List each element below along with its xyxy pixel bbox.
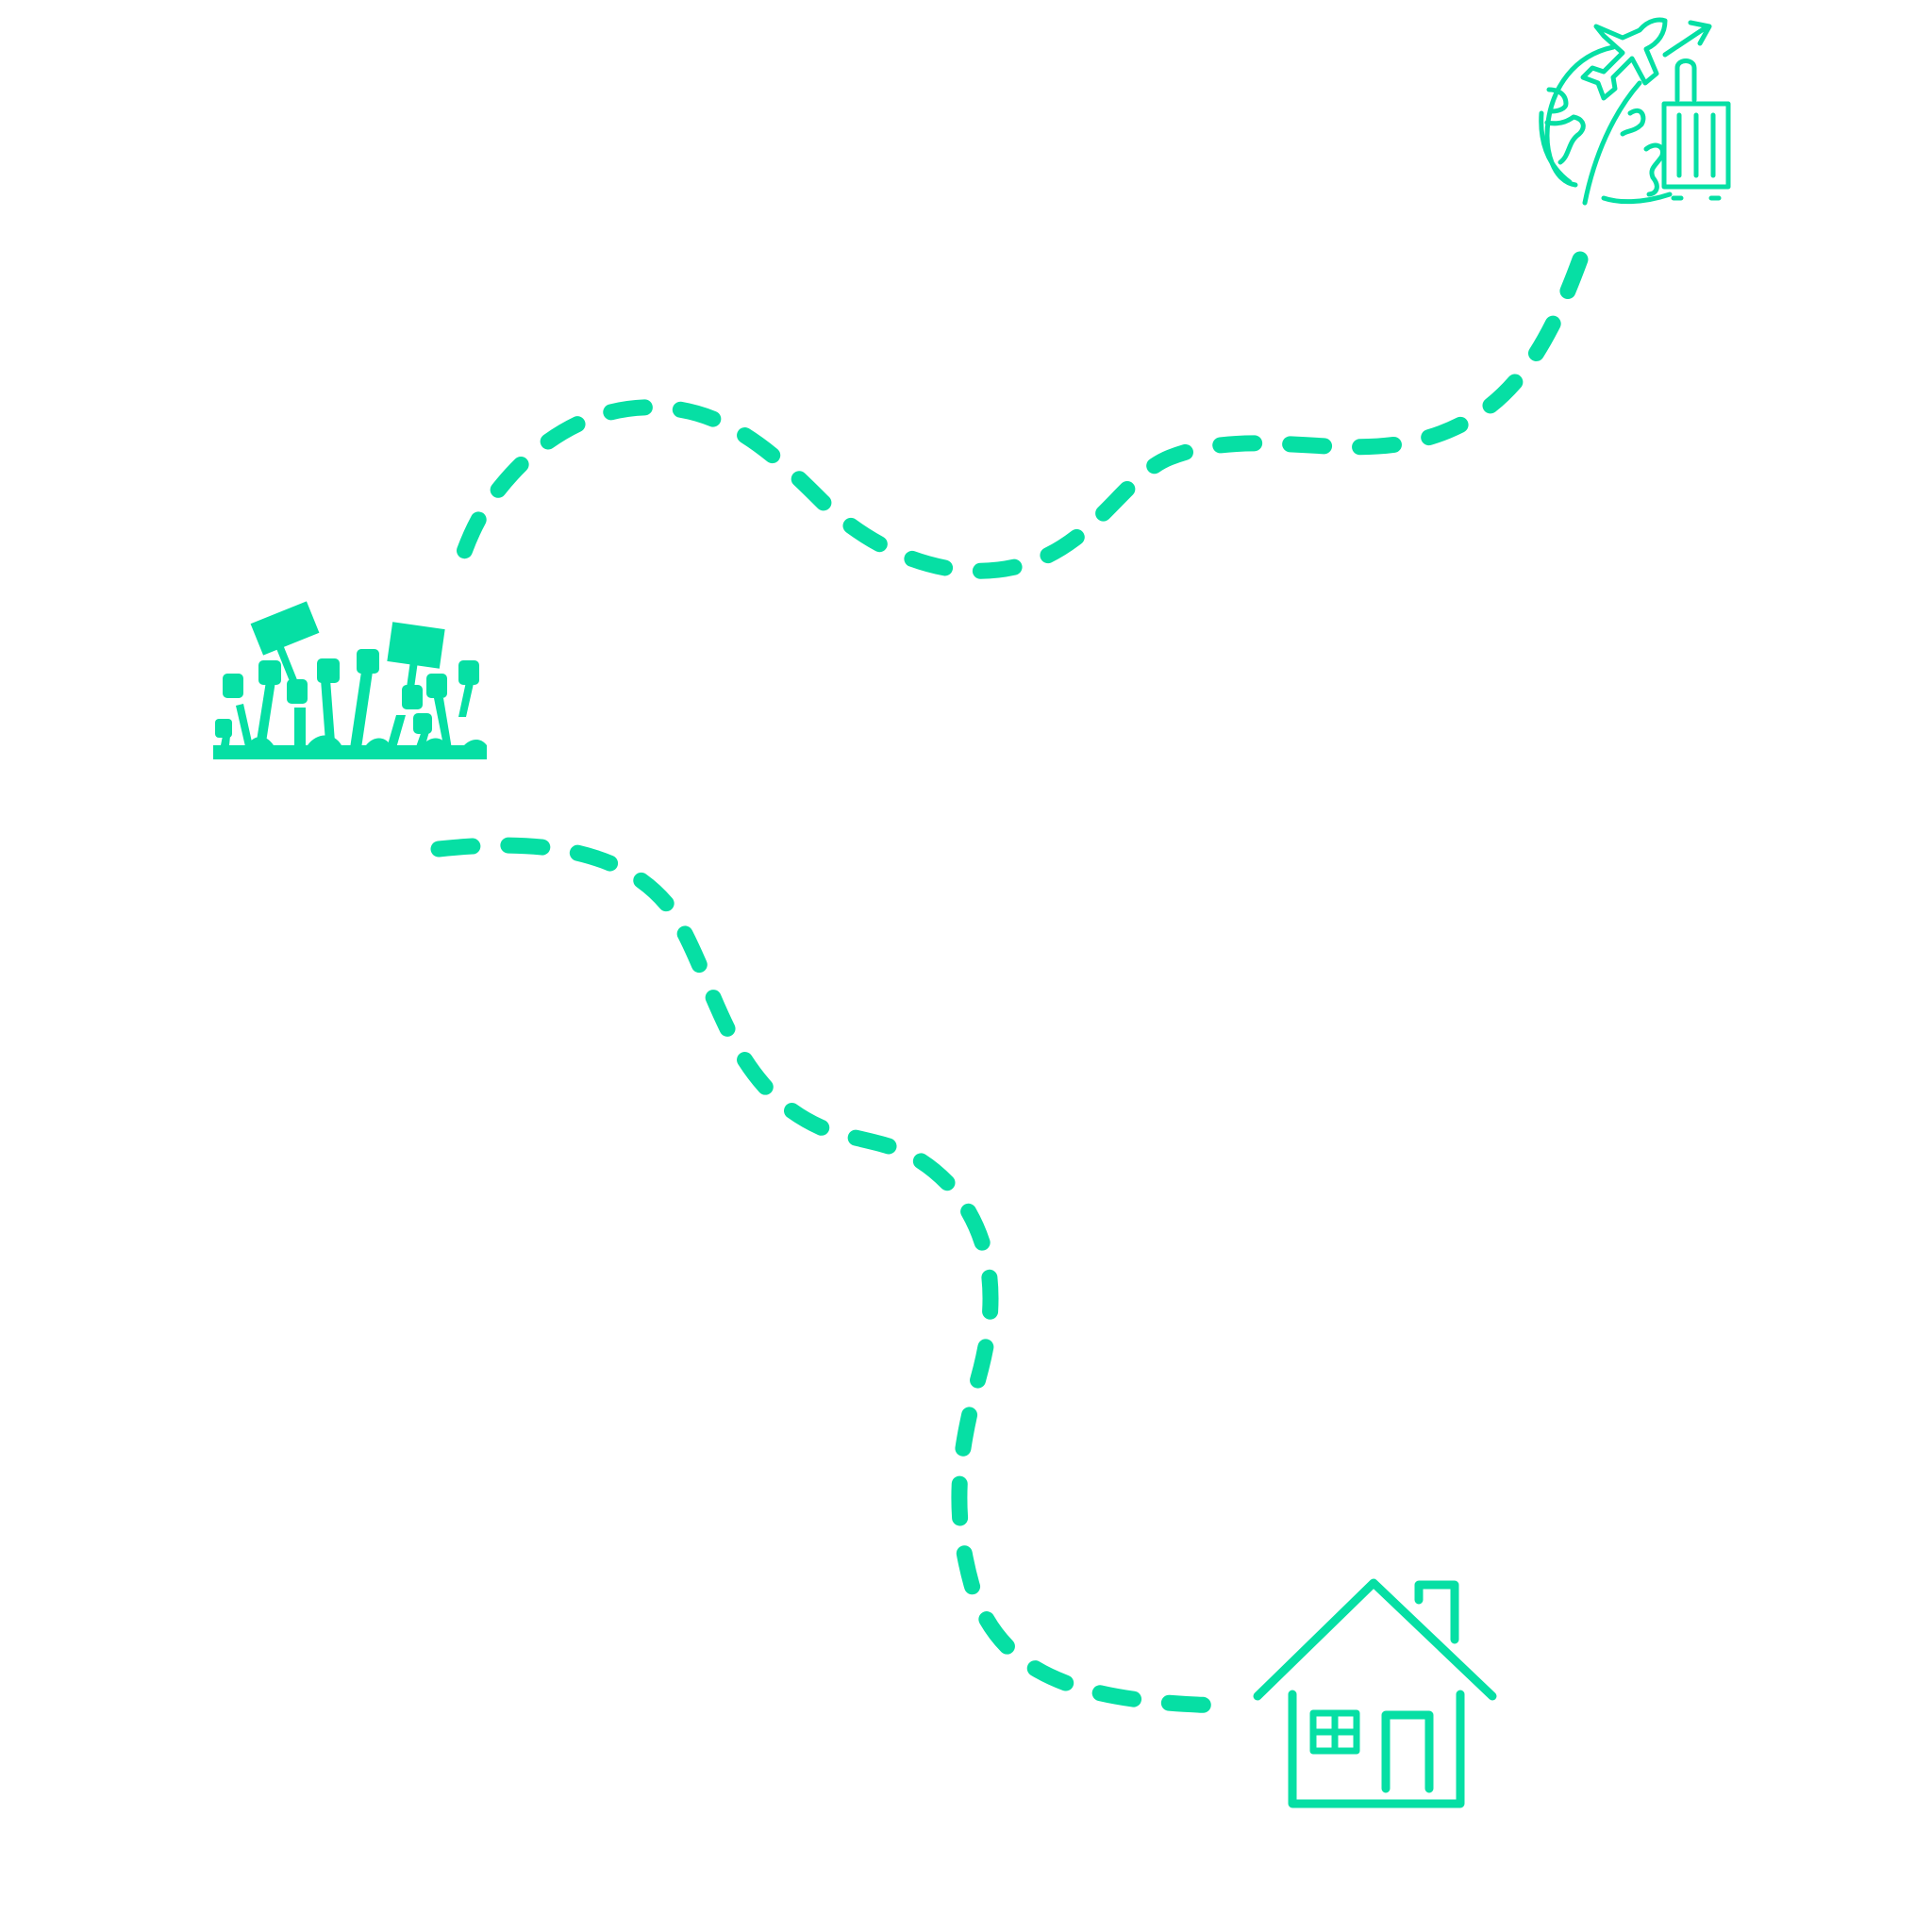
protest-to-house-path bbox=[430, 837, 1235, 1714]
travel-globe-luggage-icon bbox=[1539, 17, 1731, 206]
house-chimney bbox=[1414, 1580, 1459, 1644]
travel-to-protest-path bbox=[448, 251, 1589, 584]
raised-fists bbox=[215, 649, 479, 738]
house-door bbox=[1381, 1710, 1434, 1793]
house-walls bbox=[1288, 1690, 1465, 1808]
crowd-heads bbox=[247, 735, 487, 745]
raised-arms bbox=[219, 672, 475, 755]
protest-sign-right bbox=[387, 622, 445, 669]
house-icon bbox=[1253, 1578, 1497, 1808]
rising-arrow-icon bbox=[1662, 20, 1712, 58]
airplane-icon bbox=[1580, 17, 1668, 101]
house-roof bbox=[1253, 1578, 1497, 1701]
luggage-icon bbox=[1661, 58, 1731, 201]
protest-crowd-icon bbox=[213, 601, 487, 759]
flight-trail-icon bbox=[1582, 80, 1642, 206]
globe-icon bbox=[1539, 44, 1673, 205]
protest-sign-left bbox=[250, 601, 320, 656]
